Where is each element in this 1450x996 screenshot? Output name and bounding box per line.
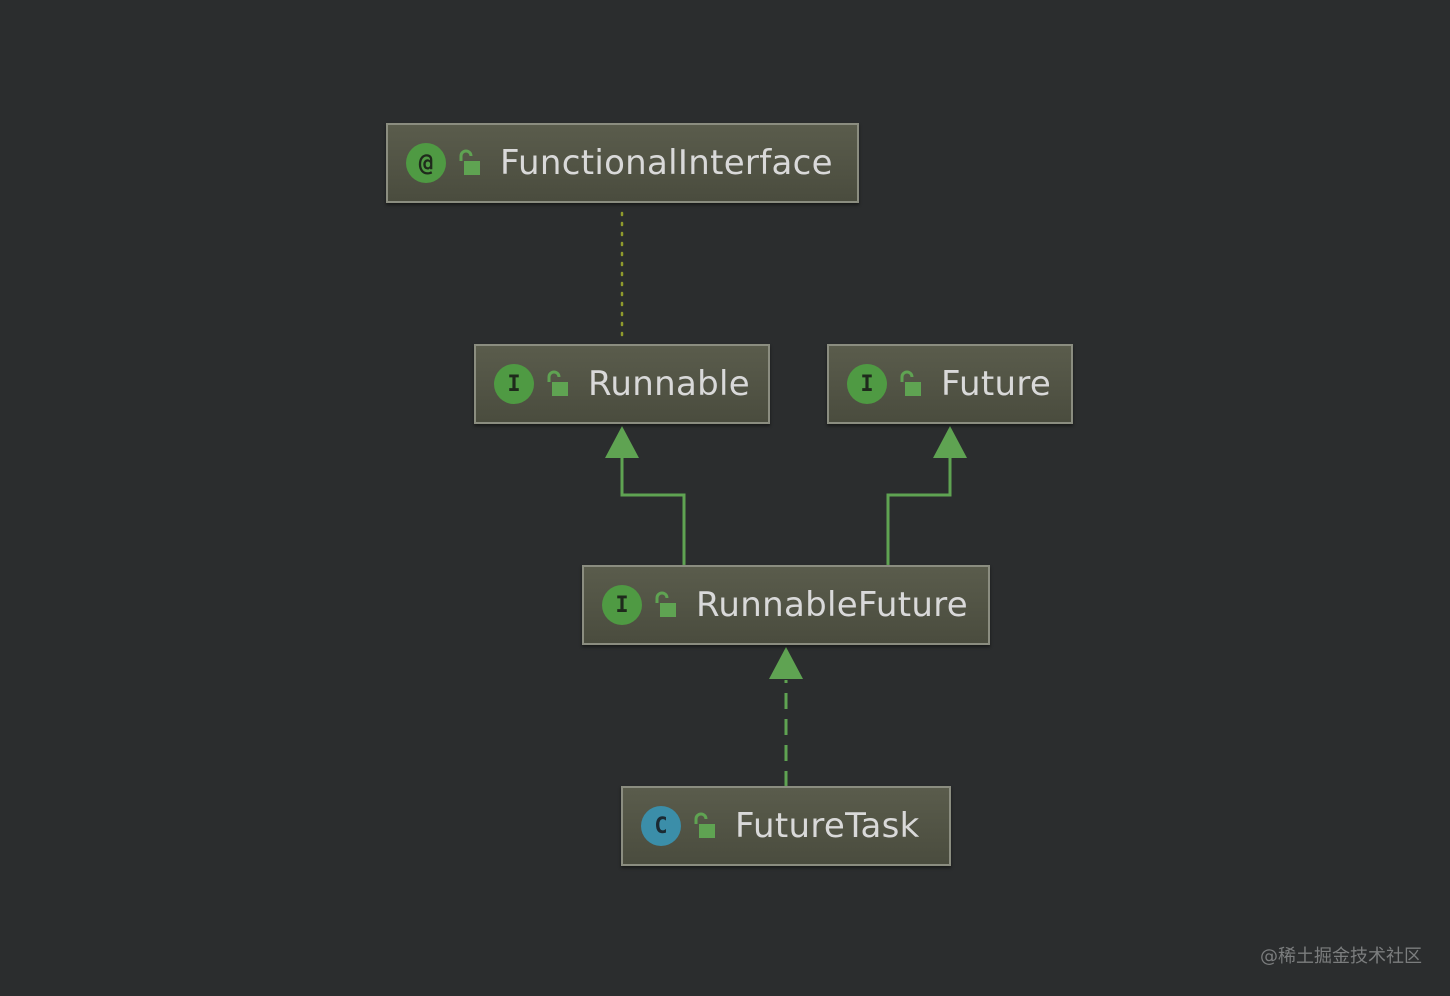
- class-icon: C: [641, 806, 681, 846]
- node-runnable-future[interactable]: I RunnableFuture: [582, 565, 990, 645]
- node-future[interactable]: I Future: [827, 344, 1073, 424]
- public-lock-icon: [655, 591, 676, 617]
- arrowhead-runnable-future: [769, 647, 803, 679]
- public-lock-icon: [547, 370, 568, 396]
- interface-icon: I: [494, 364, 534, 404]
- node-label: RunnableFuture: [696, 585, 968, 625]
- public-lock-icon: [694, 812, 715, 838]
- node-label: FutureTask: [735, 806, 920, 846]
- edge-runnable-future-to-future: [886, 456, 952, 565]
- arrowhead-runnable: [605, 426, 639, 458]
- interface-icon: I: [847, 364, 887, 404]
- public-lock-icon: [900, 370, 921, 396]
- node-future-task[interactable]: C FutureTask: [621, 786, 951, 866]
- interface-icon: I: [602, 585, 642, 625]
- watermark: @稀土掘金技术社区: [1260, 946, 1422, 967]
- node-label: Runnable: [588, 364, 750, 404]
- node-label: FunctionalInterface: [500, 143, 833, 183]
- node-runnable[interactable]: I Runnable: [474, 344, 770, 424]
- node-label: Future: [941, 364, 1052, 404]
- public-lock-icon: [459, 149, 480, 175]
- edge-runnable-future-to-runnable: [620, 456, 686, 565]
- arrowhead-future: [933, 426, 967, 458]
- annotation-icon: @: [406, 143, 446, 183]
- node-functional-interface[interactable]: @ FunctionalInterface: [386, 123, 859, 203]
